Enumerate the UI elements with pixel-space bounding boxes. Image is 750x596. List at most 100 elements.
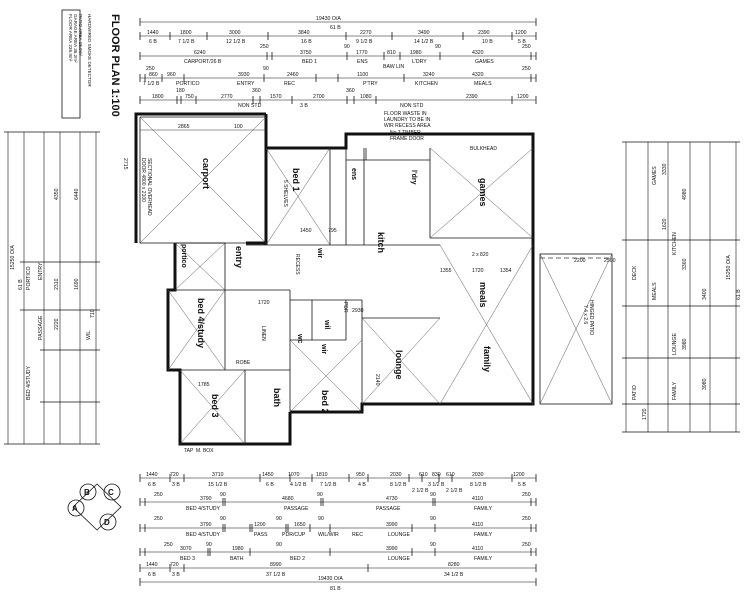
svg-text:3490: 3490 (418, 30, 430, 36)
room-lounge: lounge (394, 350, 404, 380)
svg-text:1354: 1354 (500, 268, 512, 274)
svg-text:1690: 1690 (74, 278, 80, 290)
room-kitchen: kitch (376, 232, 386, 253)
svg-text:4 1/2 B: 4 1/2 B (290, 482, 307, 488)
section-marker: B C A D (67, 483, 122, 531)
building-walls (134, 112, 535, 446)
top-overall: 19430 O/A (316, 16, 341, 22)
svg-text:610: 610 (419, 472, 428, 478)
svg-text:610: 610 (446, 472, 455, 478)
svg-text:3 B: 3 B (172, 482, 180, 488)
marker-d: D (104, 518, 110, 527)
svg-text:3 1/2 B: 3 1/2 B (428, 482, 445, 488)
svg-text:795: 795 (328, 228, 337, 234)
room-wil: wil (323, 319, 330, 329)
svg-text:360: 360 (252, 88, 261, 94)
svg-text:6 B: 6 B (148, 482, 156, 488)
svg-text:90: 90 (430, 516, 436, 522)
svg-text:KITCHEN: KITCHEN (415, 81, 438, 87)
bottom-dimensions: 1440 720 3710 1450 1070 1810 950 2030 61… (139, 472, 537, 592)
svg-text:90: 90 (276, 542, 282, 548)
svg-text:1785: 1785 (198, 382, 210, 388)
svg-text:4350: 4350 (54, 188, 60, 200)
svg-text:1440: 1440 (147, 30, 159, 36)
svg-text:REC: REC (284, 81, 295, 87)
top-overall-sub: 61 B (330, 25, 341, 31)
svg-text:250: 250 (522, 542, 531, 548)
svg-text:GAMES: GAMES (475, 59, 494, 65)
room-wir-1: wir (316, 247, 323, 258)
svg-text:2700: 2700 (313, 94, 325, 100)
svg-text:750: 750 (185, 94, 194, 100)
svg-text:PASSAGE: PASSAGE (284, 506, 309, 512)
svg-text:37 1/2 B: 37 1/2 B (266, 572, 286, 578)
room-portico: portico (180, 244, 187, 268)
room-games: games (478, 178, 488, 207)
svg-text:FAMILY: FAMILY (474, 556, 493, 562)
svg-text:4730: 4730 (386, 496, 398, 502)
svg-text:100: 100 (234, 124, 243, 130)
svg-text:3240: 3240 (423, 72, 435, 78)
plan-notes: FLOOR WASTE IN LAUNDRY TO BE IN WIR RECE… (140, 111, 497, 454)
svg-text:FAMILY: FAMILY (474, 506, 493, 512)
svg-text:1810: 1810 (316, 472, 328, 478)
svg-text:1800: 1800 (152, 94, 164, 100)
svg-text:BATH: BATH (230, 556, 244, 562)
timber-door-note: No.7 TIMBER (390, 130, 421, 136)
room-bed-3: bed 3 (210, 394, 220, 418)
svg-text:250: 250 (522, 516, 531, 522)
svg-text:2390: 2390 (478, 30, 490, 36)
bulkhead-note: BULKHEAD (470, 146, 497, 152)
robe-note: ROBE (236, 360, 251, 366)
svg-text:90: 90 (318, 516, 324, 522)
room-bed-2: bed 2 (320, 390, 330, 414)
svg-text:4680: 4680 (282, 496, 294, 502)
svg-text:1570: 1570 (270, 94, 282, 100)
svg-text:90: 90 (276, 516, 282, 522)
patio-note: HINGED PATIO (588, 300, 594, 335)
svg-text:3360: 3360 (682, 258, 688, 270)
svg-text:WIR RECESS AREA: WIR RECESS AREA (384, 123, 431, 129)
svg-text:3980: 3980 (702, 378, 708, 390)
svg-text:CARPORT/26 B: CARPORT/26 B (184, 59, 222, 65)
svg-text:WIL/WIR: WIL/WIR (318, 532, 339, 538)
svg-text:4 B: 4 B (358, 482, 366, 488)
marker-c: C (108, 488, 114, 497)
svg-text:6 B: 6 B (148, 572, 156, 578)
bottom-overall: 19430 O/A (318, 576, 343, 582)
svg-text:NON STD: NON STD (400, 103, 424, 109)
svg-text:1450: 1450 (300, 228, 312, 234)
svg-text:LOUNGE: LOUNGE (388, 556, 410, 562)
svg-text:2140: 2140 (374, 374, 380, 386)
room-bath: bath (272, 388, 282, 407)
svg-text:2460: 2460 (287, 72, 299, 78)
marker-b: B (84, 488, 90, 497)
svg-text:7 1/2 B: 7 1/2 B (178, 39, 195, 45)
svg-text:PDR/CUP: PDR/CUP (282, 532, 306, 538)
svg-text:7.4 x 2.6: 7.4 x 2.6 (582, 305, 588, 324)
svg-text:90: 90 (430, 492, 436, 498)
svg-text:90: 90 (317, 492, 323, 498)
svg-text:PASSAGE: PASSAGE (376, 506, 401, 512)
patio: HINGED PATIO 7.4 x 2.6 (539, 253, 613, 405)
room-bed-4-study: bed 4/study (196, 298, 206, 348)
svg-text:2930: 2930 (352, 308, 364, 314)
svg-text:2390: 2390 (466, 94, 478, 100)
room-family: family (482, 346, 492, 372)
svg-text:720: 720 (170, 562, 179, 568)
svg-text:4980: 4980 (682, 188, 688, 200)
svg-text:FLOOR AREA 236.9m²: FLOOR AREA 236.9m² (68, 14, 73, 62)
svg-text:REC: REC (352, 532, 363, 538)
shelves-note: 5 SHELVES (282, 180, 288, 208)
svg-text:830: 830 (432, 472, 441, 478)
svg-text:9 1/2 B: 9 1/2 B (356, 39, 373, 45)
svg-text:1200: 1200 (513, 472, 525, 478)
title-block: FLOOR PLAN 1:100 FLOOR AREA 236.9m² GARA… (61, 9, 121, 119)
floor-waste-note: FLOOR WASTE IN (384, 111, 427, 117)
svg-text:3400: 3400 (702, 288, 708, 300)
svg-text:90: 90 (344, 44, 350, 50)
svg-text:90: 90 (206, 542, 212, 548)
ceiling-lines (139, 116, 534, 445)
room-laundry: l'dry (410, 170, 417, 185)
